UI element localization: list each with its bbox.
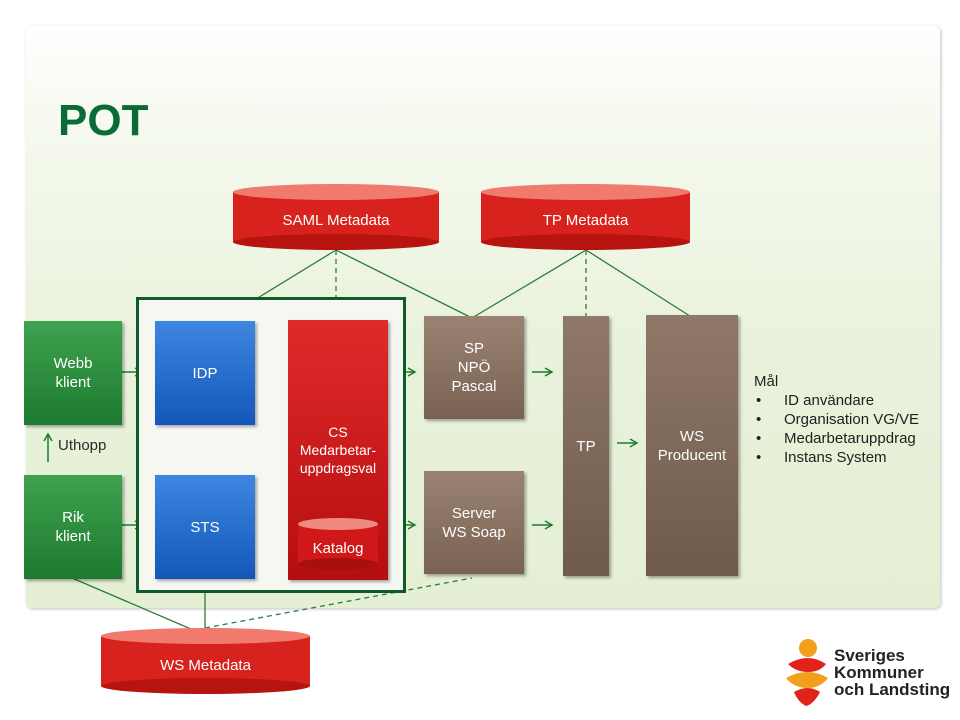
tp-metadata-label: TP Metadata — [542, 212, 629, 229]
goal-item: Instans System — [754, 448, 919, 467]
cylinder-shape — [298, 518, 378, 570]
saml-metadata-label: SAML Metadata — [282, 212, 390, 229]
rik-klient-box: Rik klient — [24, 475, 122, 579]
tp-metadata-cylinder: TP Metadata — [481, 184, 690, 250]
tp-sp-line — [471, 249, 587, 319]
goal-item: Medarbetaruppdrag — [754, 429, 919, 448]
goal-item: Organisation VG/VE — [754, 410, 919, 429]
cylinder-shape — [481, 184, 690, 250]
saml-sp-line — [335, 249, 473, 319]
cs-label: CS Medarbetar- uppdragsval — [299, 424, 377, 476]
saml-metadata-cylinder: SAML Metadata — [233, 184, 439, 250]
cylinder-shape — [233, 184, 439, 250]
server-ws-soap-box: Server WS Soap — [424, 471, 524, 574]
ws-server-line — [204, 577, 473, 629]
skl-logo-icon — [786, 639, 828, 706]
goal-item: ID användare — [754, 391, 919, 410]
page-title: POT — [58, 96, 149, 145]
ws-metadata-label: WS Metadata — [160, 657, 251, 674]
ws-metadata-cylinder: WS Metadata — [101, 628, 310, 694]
ws-producent-box: WS Producent — [646, 315, 738, 576]
webb-klient-box: Webb klient — [24, 321, 122, 425]
goals-list: Mål ID användare Organisation VG/VE Meda… — [754, 372, 919, 467]
tp-box: TP — [563, 316, 609, 576]
sp-npo-pascal-box: SP NPÖ Pascal — [424, 316, 524, 419]
katalog-cylinder: Katalog — [298, 518, 378, 570]
idp-box: IDP — [155, 321, 255, 425]
katalog-label: Katalog — [312, 540, 364, 557]
logo-line: Sveriges — [834, 646, 905, 665]
skl-logo-text: Sveriges Kommuner och Landsting — [834, 647, 950, 698]
uthopp-label: Uthopp — [58, 437, 107, 454]
logo-line: och Landsting — [834, 680, 951, 699]
logo-line: Kommuner — [834, 663, 924, 682]
tp-ws-line — [585, 249, 694, 319]
ws-rik-line — [71, 577, 206, 636]
cylinder-shape — [101, 628, 310, 694]
cs-box: CS Medarbetar- uppdragsval Katalog — [288, 320, 388, 580]
sts-box: STS — [155, 475, 255, 579]
goals-heading: Mål — [754, 373, 779, 390]
